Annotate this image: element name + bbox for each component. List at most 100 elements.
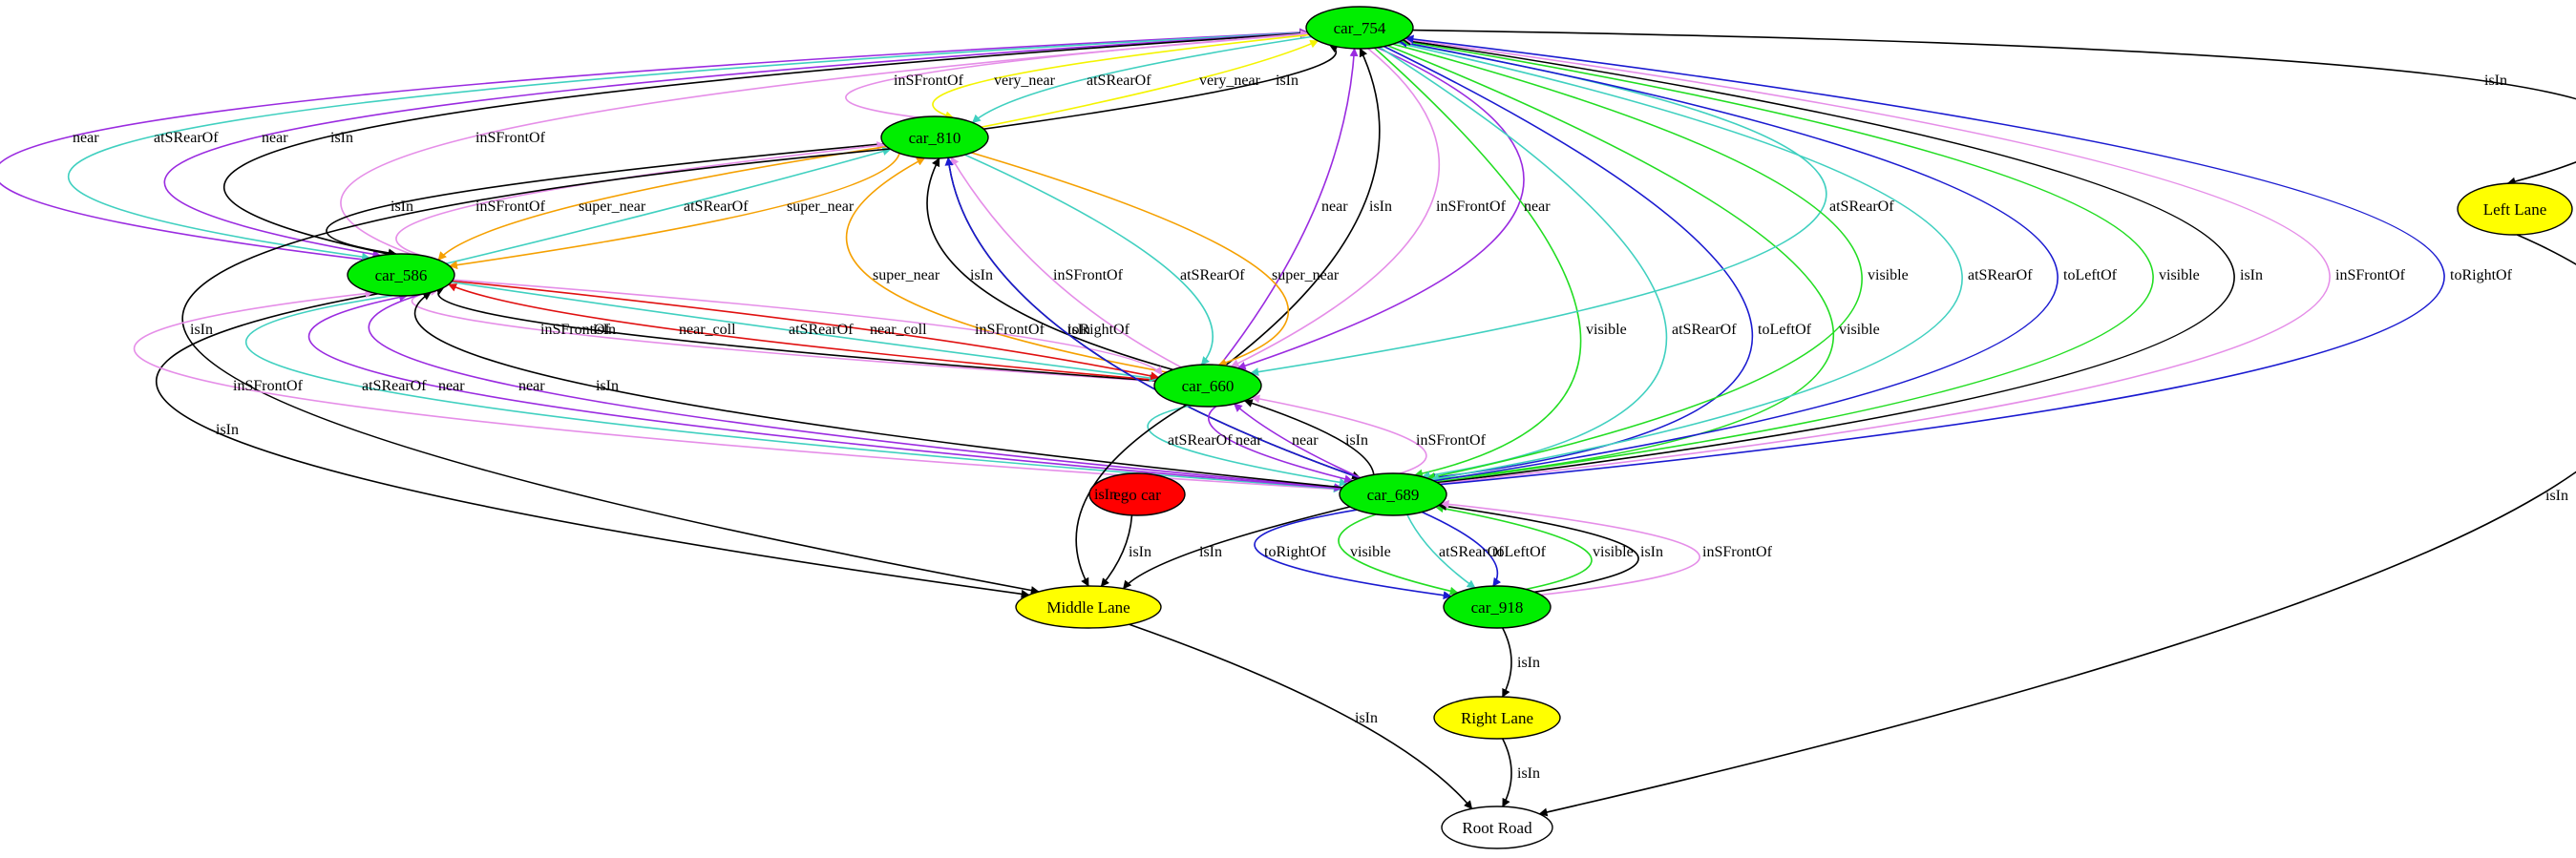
node-car-660: car_660	[1153, 364, 1262, 408]
edge-middle_lane-isIn-root_road	[1129, 623, 1473, 810]
edge-label: atSRearOf	[1672, 322, 1737, 338]
edge-car_754-isIn-left_lane	[1412, 29, 2576, 186]
edge-car_660-isIn-car_754	[1224, 48, 1381, 366]
edge-car_660-super_near-car_810	[845, 157, 1167, 373]
node-ellipse	[347, 253, 455, 297]
edge-car_660-near-car_754	[1219, 48, 1359, 366]
node-ellipse	[1015, 585, 1162, 629]
edge-car_810-inSFrontOf-car_754	[845, 30, 1309, 118]
node-label: car_660	[1182, 377, 1235, 395]
node-car-586: car_586	[347, 253, 455, 297]
node-label: car_810	[909, 129, 961, 147]
edge-car_754-visible-car_689	[1392, 43, 1863, 481]
edge-label: toRightOf	[1067, 322, 1130, 338]
edge-car_586-isIn-car_754	[222, 29, 1309, 256]
edge-left_lane-isIn-root_road	[1538, 234, 2576, 817]
node-ellipse	[1339, 472, 1447, 516]
edge-car_689-isIn-middle_lane	[1122, 506, 1350, 590]
edge-car_754-very_near-car_810	[932, 33, 1310, 120]
edge-label: atSRearOf	[1087, 73, 1151, 89]
edge-label: super_near	[579, 199, 646, 215]
edge-car_660-near_coll-car_586	[448, 283, 1156, 382]
edge-label: near	[1321, 199, 1348, 215]
edge-label: near_coll	[679, 322, 736, 338]
edge-car_660-isIn-middle_lane	[1075, 404, 1188, 587]
edge-label: very_near	[1199, 73, 1261, 89]
edge-label: toRightOf	[1264, 544, 1327, 560]
node-car-918: car_918	[1443, 585, 1552, 629]
edge-label: near_coll	[870, 322, 927, 338]
node-label: car_918	[1471, 598, 1524, 617]
edge-car_586-near-car_689	[368, 293, 1343, 492]
node-label: Root Road	[1462, 819, 1532, 837]
node-ellipse	[1433, 696, 1561, 740]
edge-label: atSRearOf	[1180, 267, 1245, 283]
node-layer: car_754car_810car_586car_660car_689car_9…	[347, 6, 2573, 849]
edge-car_689-toRightOf-car_810	[944, 157, 1361, 479]
edge-right_lane-isIn-root_road	[1501, 738, 1512, 807]
edge-layer	[0, 28, 2576, 817]
edge-car_754-atSRearOf-car_689	[1379, 46, 1668, 480]
node-ellipse	[2457, 182, 2573, 236]
edge-label: isIn	[1517, 655, 1540, 671]
edge-label: isIn	[1517, 765, 1540, 782]
edge-label: isIn	[1094, 487, 1117, 503]
edge-label: isIn	[1355, 710, 1378, 726]
edge-label: isIn	[216, 422, 239, 438]
edge-car_810-isIn-car_689	[947, 157, 1362, 480]
edge-label: near	[518, 378, 545, 394]
edge-car_586-inSFrontOf-car_660	[453, 279, 1163, 376]
node-ellipse	[880, 115, 989, 159]
edge-label: super_near	[787, 199, 855, 215]
edge-label: inSFrontOf	[1053, 267, 1124, 283]
edge-car_754-near-car_660	[1236, 47, 1525, 370]
edge-label: isIn	[596, 378, 619, 394]
edge-car_586-atSRearOf-car_689	[245, 294, 1342, 493]
edge-label: near	[1292, 432, 1319, 449]
edge-label: isIn	[1640, 544, 1663, 560]
edge-label: inSFrontOf	[233, 378, 304, 394]
edge-label: near	[1524, 199, 1551, 215]
node-right-lane: Right Lane	[1433, 696, 1561, 740]
edge-label: visible	[1586, 322, 1627, 338]
edge-label: isIn	[1199, 544, 1222, 560]
edge-label: isIn	[1129, 544, 1151, 560]
edge-label: isIn	[1067, 322, 1090, 338]
node-left-lane: Left Lane	[2457, 182, 2573, 236]
edge-label: visible	[1350, 544, 1391, 560]
edge-car_810-super_near-car_586	[449, 153, 900, 270]
edge-label: atSRearOf	[1439, 544, 1504, 560]
edge-label: toLeftOf	[2063, 267, 2118, 283]
edge-car_586-atSRearOf-car_810	[446, 147, 892, 264]
edge-car_689-toRightOf-car_918	[1254, 509, 1452, 600]
edge-label: inSFrontOf	[540, 322, 611, 338]
edge-label: isIn	[1276, 73, 1299, 89]
edge-car_918-visible-car_689	[1434, 504, 1593, 591]
edge-car_586-inSFrontOf-car_754	[340, 30, 1310, 256]
edge-car_689-near-car_660	[1233, 403, 1362, 479]
edge-label: inSFrontOf	[475, 130, 546, 146]
edge-ego_car-isIn-middle_lane	[1100, 514, 1133, 587]
edge-label: inSFrontOf	[975, 322, 1045, 338]
edge-label-layer: near atSRearOf near isIn inSFrontOf inSFrontO…	[73, 73, 2568, 782]
edge-car_754-visible-car_689	[1373, 47, 1582, 478]
node-label: car_586	[375, 266, 428, 284]
edge-label: visible	[1593, 544, 1634, 560]
edge-label: inSFrontOf	[475, 199, 546, 215]
edge-car_810-very_near-car_754	[981, 39, 1320, 128]
edge-car_689-visible-car_918	[1338, 513, 1459, 596]
edge-label: isIn	[330, 130, 353, 146]
node-ellipse	[1153, 364, 1262, 408]
edge-car_689-toLeftOf-car_754	[1398, 38, 2059, 482]
edge-car_918-isIn-car_689	[1438, 502, 1639, 594]
edge-label: toRightOf	[2450, 267, 2513, 283]
edge-label: inSFrontOf	[1436, 199, 1507, 215]
edge-car_689-isIn-car_754	[1402, 36, 2235, 484]
edge-car_660-atSRearOf-car_689	[1147, 405, 1348, 487]
edge-car_586-atSRearOf-car_660	[451, 281, 1158, 383]
edge-car_689-visible-car_754	[1401, 37, 2154, 483]
edge-label: atSRearOf	[789, 322, 854, 338]
node-label: Right Lane	[1461, 709, 1533, 727]
node-ellipse	[1441, 806, 1553, 849]
